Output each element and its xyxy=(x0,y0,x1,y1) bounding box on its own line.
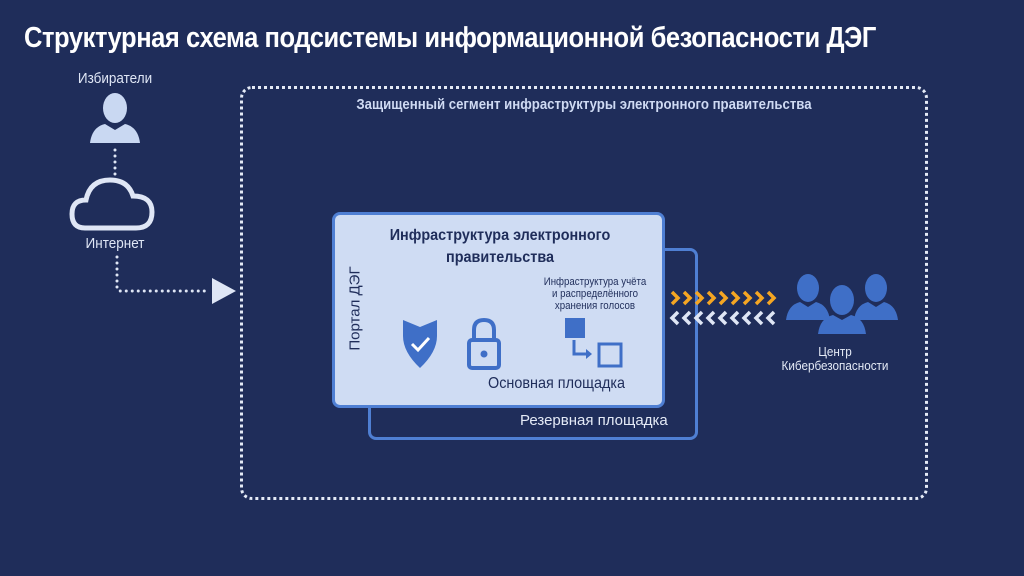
cyber-line1: Центр xyxy=(818,344,852,359)
cyber-center-label: Центр Кибербезопасности xyxy=(777,345,894,373)
chevron-right-icon xyxy=(730,290,741,306)
chevron-right-icon xyxy=(718,290,729,306)
user-icon xyxy=(90,93,140,143)
incoming-chevrons xyxy=(669,310,776,326)
chevron-right-icon xyxy=(670,290,681,306)
chevron-right-icon xyxy=(766,290,777,306)
storage-line3: хранения голосов xyxy=(554,300,636,312)
storage-line1: Инфраструктура учёта xyxy=(543,276,647,288)
main-site-title: Инфраструктура электронного правительств… xyxy=(374,225,626,269)
data-transfer-icon xyxy=(565,318,623,368)
chevron-left-icon xyxy=(681,310,692,326)
lock-icon xyxy=(467,317,501,370)
internet-link xyxy=(115,255,210,293)
chevron-left-icon xyxy=(753,310,764,326)
page-title: Структурная схема подсистемы информацион… xyxy=(24,22,876,54)
chevron-left-icon xyxy=(765,310,776,326)
internet-label: Интернет xyxy=(85,235,145,252)
chevron-left-icon xyxy=(669,310,680,326)
secure-segment-label: Защищенный сегмент инфраструктуры электр… xyxy=(356,96,812,113)
storage-line2: и распределённого xyxy=(551,288,639,300)
group-icon xyxy=(786,274,898,334)
cloud-icon xyxy=(69,177,155,231)
cyber-line2: Кибербезопасности xyxy=(781,358,889,373)
chevron-left-icon xyxy=(729,310,740,326)
shield-check-icon xyxy=(403,320,437,368)
main-site-label: Основная площадка xyxy=(488,375,626,392)
chevron-left-icon xyxy=(705,310,716,326)
chevron-right-icon xyxy=(706,290,717,306)
main-site-panel xyxy=(332,212,665,408)
chevron-left-icon xyxy=(741,310,752,326)
chevron-right-icon xyxy=(682,290,693,306)
storage-label: Инфраструктура учёта и распределённого х… xyxy=(529,276,661,312)
outgoing-chevrons xyxy=(670,290,777,306)
voters-label: Избиратели xyxy=(77,70,153,87)
secure-segment xyxy=(240,86,928,500)
arrow-right-icon xyxy=(212,278,236,304)
chevron-right-icon xyxy=(754,290,765,306)
main-site-title-line2: правительства xyxy=(446,249,554,266)
main-site-title-line1: Инфраструктура электронного xyxy=(389,227,611,244)
chevron-left-icon xyxy=(693,310,704,326)
chevron-right-icon xyxy=(742,290,753,306)
reserve-site-label: Резервная площадка xyxy=(520,412,668,429)
chevron-left-icon xyxy=(717,310,728,326)
chevron-right-icon xyxy=(694,290,705,306)
